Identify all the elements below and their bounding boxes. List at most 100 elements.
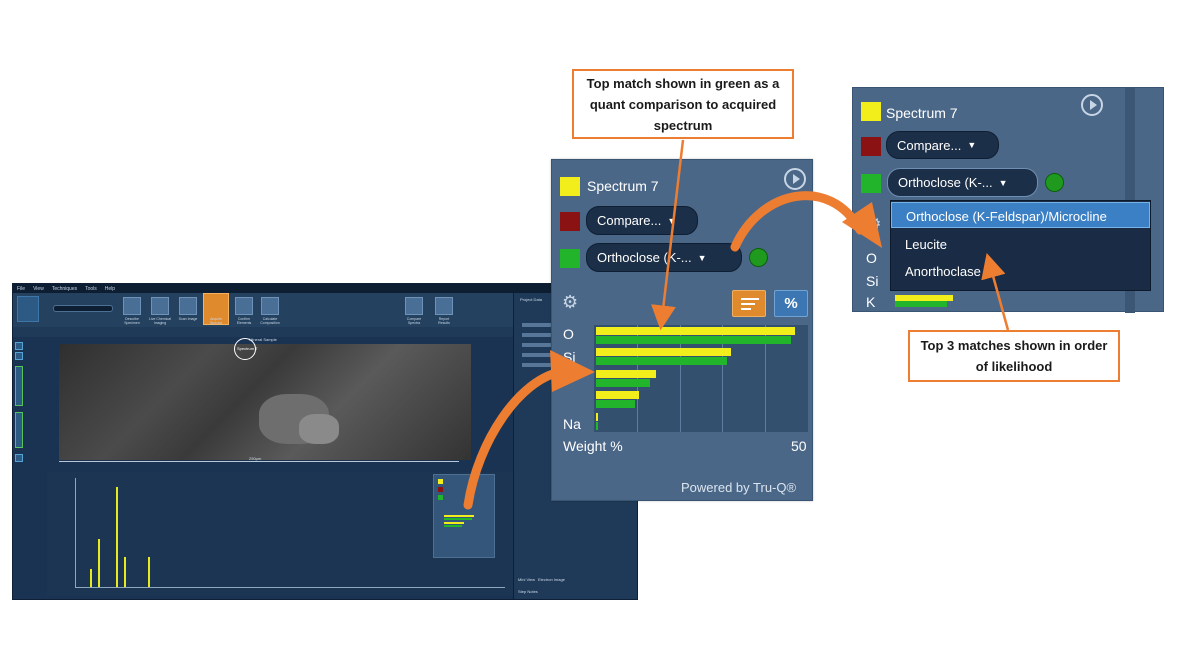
chevron-down-icon: ▼ (998, 177, 1008, 188)
app-window: File View Techniques Tools Help Describe… (12, 283, 638, 600)
menu-help[interactable]: Help (104, 286, 116, 292)
bar-acquired-na (596, 412, 599, 421)
mini-view-label[interactable]: Mini View (518, 577, 536, 582)
compare-spectra-button[interactable] (405, 297, 423, 315)
mineral-grain (299, 414, 339, 444)
sort-icon (741, 298, 759, 300)
step-notes-label[interactable]: Step Notes (518, 589, 538, 594)
bar-acquired-o (596, 327, 796, 335)
percent-button[interactable]: % (774, 290, 808, 317)
match-swatch (560, 249, 580, 268)
spectrum-swatch (861, 102, 881, 121)
bar-match-al (596, 400, 635, 409)
spectrum-marker-label: Spectrum 7 (237, 346, 258, 351)
menu-bar: File View Techniques Tools Help (13, 284, 637, 293)
project-data-title: Project Data (520, 297, 543, 302)
play-icon[interactable] (784, 168, 806, 190)
dropdown-option-orthoclose[interactable]: Orthoclose (K-Feldspar)/Microcline (891, 202, 1150, 228)
compare-dropdown[interactable]: Compare... ▼ (886, 131, 999, 159)
spectrum-peak (124, 557, 126, 587)
chart-gridline (765, 325, 767, 432)
play-icon[interactable] (1081, 94, 1103, 116)
left-toolbar (15, 342, 25, 472)
sort-icon-line (741, 308, 751, 310)
compare-swatch (861, 137, 881, 156)
tool-point-icon[interactable] (15, 352, 23, 360)
menu-file[interactable]: File (17, 286, 26, 292)
report-results-button[interactable] (435, 297, 453, 315)
tool-select-icon[interactable] (15, 342, 23, 350)
compare-dropdown[interactable]: Compare... ▼ (586, 206, 698, 235)
acquire-spectra-button[interactable] (203, 293, 229, 325)
chart-gridline (722, 325, 724, 432)
menu-view[interactable]: View (33, 286, 44, 292)
bar-match-si (596, 357, 727, 366)
specimen-combo[interactable] (53, 305, 113, 312)
spectrum-peak (98, 539, 100, 587)
callout-top-match: Top match shown in green as a quant comp… (572, 69, 794, 139)
ribbon: Describe Specimen Live Chemical Imaging … (13, 293, 513, 327)
element-label-o: O (866, 250, 877, 266)
tool-group-zoom[interactable] (15, 412, 23, 448)
gear-icon[interactable]: ⚙ (562, 292, 579, 312)
mini-bar (444, 518, 472, 520)
match-dropdown-list: Orthoclose (K-Feldspar)/Microcline Leuci… (890, 200, 1151, 291)
element-label-k: K (866, 294, 876, 310)
spectrum-peak (90, 569, 92, 587)
match-status-dot (749, 248, 768, 267)
tool-group-shapes[interactable] (15, 366, 23, 406)
mini-tru-q-panel[interactable] (433, 474, 495, 558)
chevron-down-icon: ▼ (967, 140, 977, 150)
calculate-composition-button[interactable] (261, 297, 279, 315)
tree-item[interactable] (522, 353, 562, 357)
match-dropdown-label: Orthoclose (K-... (597, 250, 692, 265)
electron-image-select[interactable]: Electron Image (538, 577, 565, 582)
menu-techniques[interactable]: Techniques (51, 286, 78, 292)
mini-bar (444, 515, 474, 517)
electron-image[interactable]: Spectrum 7 (59, 338, 471, 460)
match-dropdown-label: Orthoclose (K-... (898, 175, 993, 190)
bar-acquired-al (596, 391, 639, 400)
compare-spectra-label: Compare Spectra (406, 317, 422, 325)
tree-item[interactable] (522, 363, 567, 367)
tree-item[interactable] (522, 343, 577, 347)
menu-tools[interactable]: Tools (85, 286, 97, 292)
gear-icon[interactable]: ⚙ (867, 216, 882, 233)
bar-match-k (596, 378, 650, 387)
match-dropdown[interactable]: Orthoclose (K-... ▼ (586, 243, 742, 272)
weight-bar-chart (594, 325, 808, 432)
match-status-dot (1045, 173, 1064, 192)
spectrum-name: Spectrum 7 (886, 105, 958, 121)
describe-specimen-label: Describe Specimen (124, 317, 140, 325)
app-logo-icon[interactable] (17, 296, 39, 322)
describe-specimen-button[interactable] (123, 297, 141, 315)
confirm-elements-button[interactable] (235, 297, 253, 315)
tool-info-icon[interactable] (15, 454, 23, 462)
scale-label: 250μm (249, 456, 262, 461)
scan-image-button[interactable] (179, 297, 197, 315)
mini-spectrum-swatch (438, 479, 443, 484)
element-label-na: Na (563, 416, 581, 432)
calculate-composition-label: Calculate Composition (260, 317, 280, 325)
bar-acquired-k (596, 369, 656, 378)
callout-top-3-matches: Top 3 matches shown in order of likeliho… (908, 330, 1120, 382)
chevron-down-icon: ▼ (697, 252, 707, 263)
confirm-elements-label: Confirm Elements (236, 317, 252, 325)
dropdown-option-leucite[interactable]: Leucite (905, 237, 947, 252)
k-match-bar (895, 301, 947, 307)
element-label-si: Si (866, 273, 879, 289)
spectrum-marker[interactable] (234, 338, 256, 360)
match-swatch (861, 174, 881, 193)
sort-button[interactable] (732, 290, 766, 317)
tree-item[interactable] (522, 333, 572, 337)
axis-label: Weight % (563, 438, 623, 454)
image-title: Mineral Sample (249, 337, 277, 342)
match-dropdown-open[interactable]: Orthoclose (K-... ▼ (887, 168, 1038, 197)
axis-max: 50 (791, 438, 807, 454)
acquire-spectra-label: Acquire Spectra (209, 317, 223, 325)
powered-by: Powered by Tru-Q® (681, 480, 797, 495)
bar-acquired-si (596, 348, 731, 357)
live-imaging-button[interactable] (151, 297, 169, 315)
k-acquired-bar (895, 295, 953, 301)
dropdown-option-anorthoclase[interactable]: Anorthoclase (905, 264, 981, 279)
